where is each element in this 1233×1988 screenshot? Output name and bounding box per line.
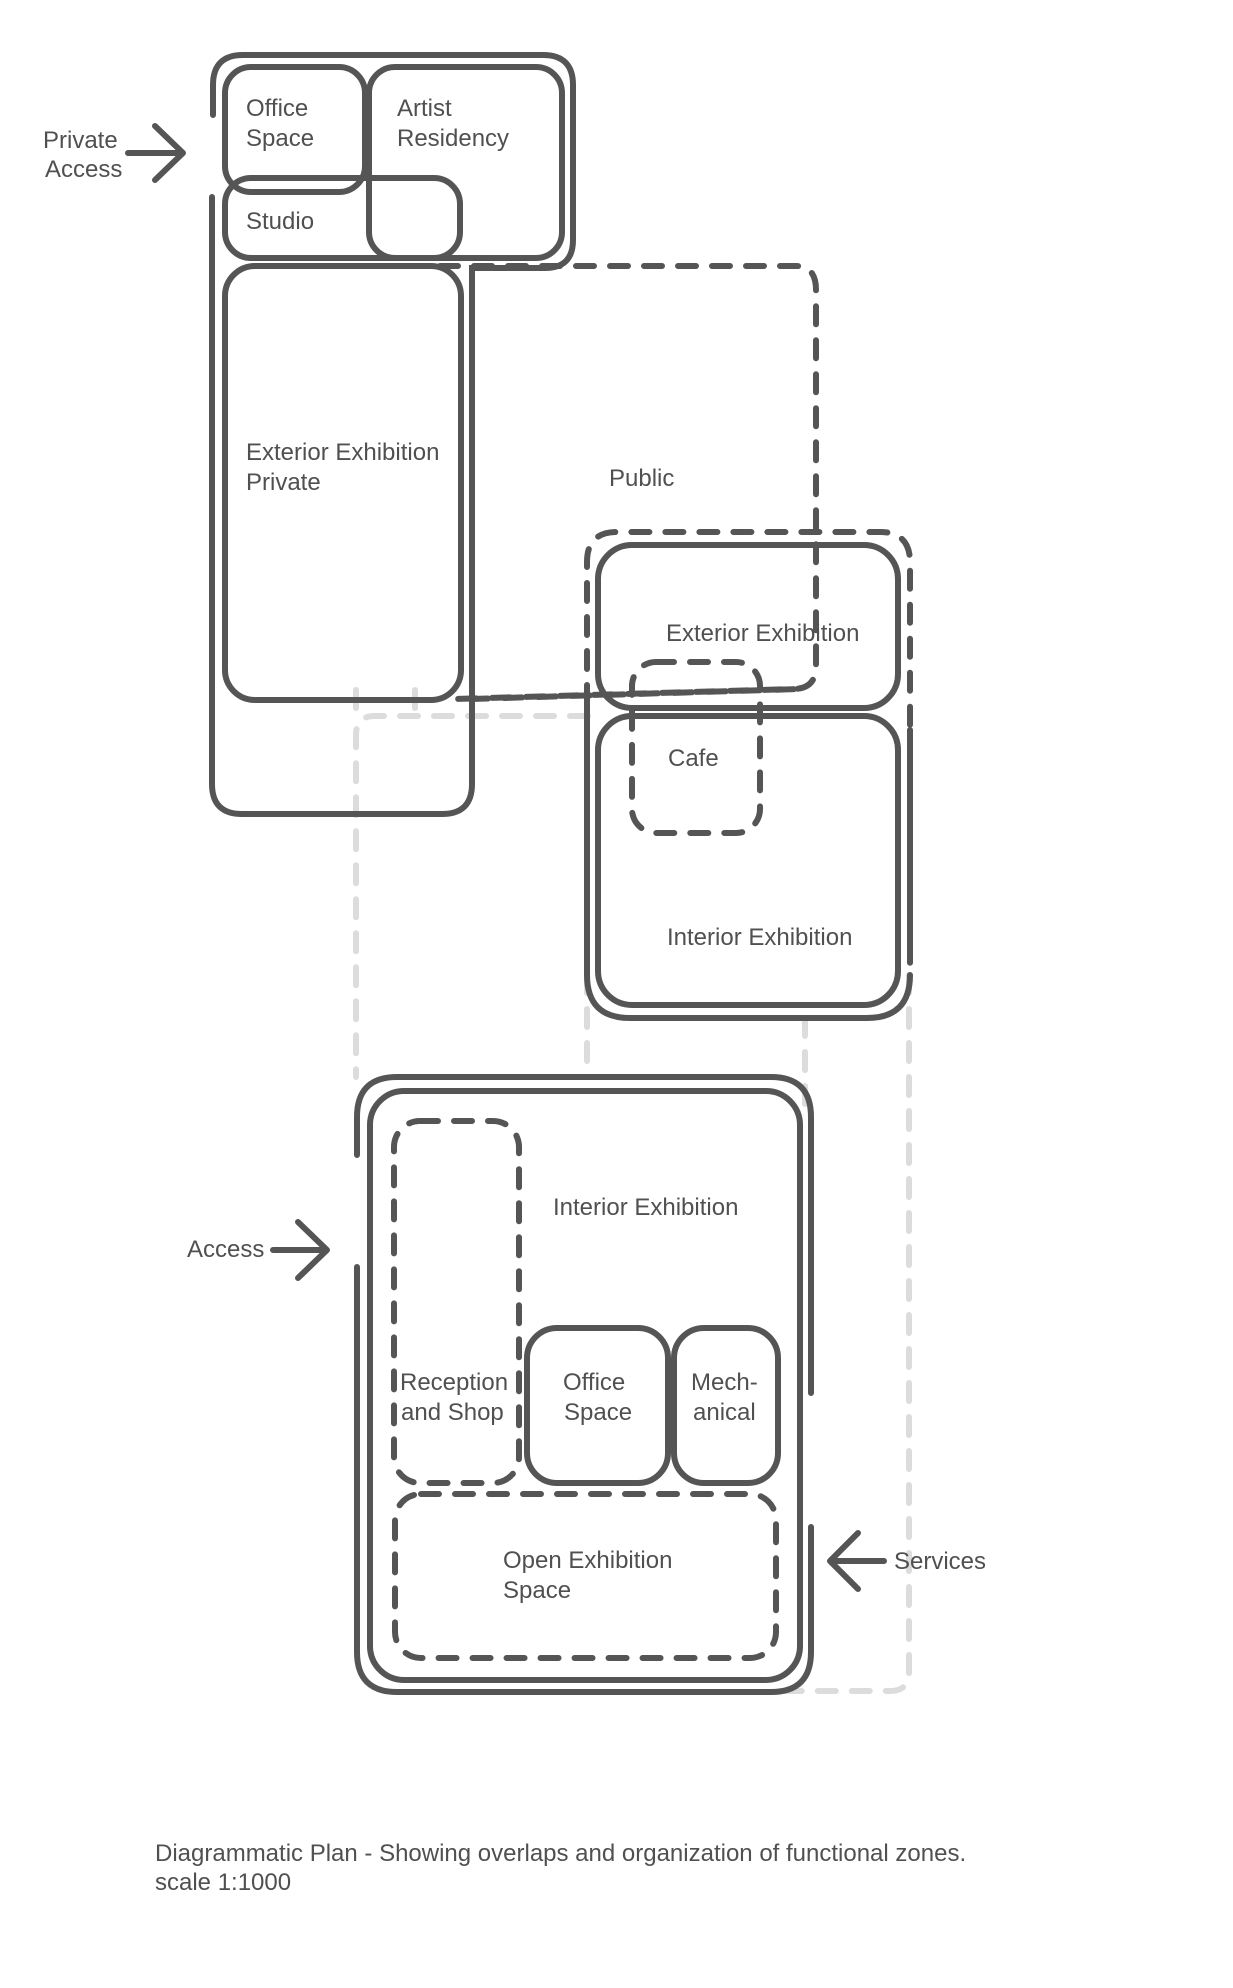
office-space-zone — [222, 64, 368, 195]
mechanical-zone — [671, 1325, 781, 1486]
arrow-left-icon — [827, 1530, 887, 1592]
reception-and-shop-label-line2: and Shop — [401, 1399, 504, 1426]
studio-zone — [222, 175, 463, 261]
services-indicator: Services — [827, 1530, 986, 1592]
office-space-lower-label: Office — [563, 1369, 625, 1396]
interior-exhibition-label: Interior Exhibition — [667, 924, 852, 951]
office-space-label-line2: Space — [246, 125, 314, 152]
diagram-scale: scale 1:1000 — [155, 1869, 291, 1896]
exterior-exhibition-private-label-line2: Private — [246, 469, 321, 496]
access-indicator: Access — [187, 1219, 330, 1281]
service-zone-dashed-outline-right — [767, 972, 912, 1694]
office-space-label: Office — [246, 95, 308, 122]
private-block: Office Space Artist Residency Studio Ext… — [209, 52, 576, 817]
public-zone: Public — [437, 263, 819, 702]
service-connection-outline — [353, 687, 912, 1694]
public-zone-dashed-outline-bottom — [467, 686, 803, 702]
service-zone-dashed-outline — [353, 713, 591, 1080]
exterior-exhibition-zone — [595, 542, 901, 711]
arrow-right-icon — [125, 123, 186, 183]
private-access-label: Private — [43, 127, 118, 154]
services-label: Services — [894, 1548, 986, 1575]
interior-exhibition-zone — [595, 713, 901, 1008]
artist-residency-label-line2: Residency — [397, 125, 509, 152]
lower-block-inner-wall — [367, 1088, 803, 1683]
office-space-lower-label-line2: Space — [564, 1399, 632, 1426]
cafe-zone — [629, 659, 763, 836]
exterior-exhibition-private-zone — [222, 263, 464, 703]
mechanical-label-line2: anical — [693, 1399, 756, 1426]
diagram-title: Diagrammatic Plan - Showing overlaps and… — [155, 1840, 966, 1867]
middle-block-dashed-outline — [584, 529, 913, 978]
arrow-right-icon — [270, 1219, 330, 1281]
office-space-zone-lower — [524, 1325, 671, 1486]
studio-label: Studio — [246, 208, 314, 235]
lower-block: Interior Exhibition Reception and Shop O… — [354, 1074, 814, 1695]
access-label: Access — [187, 1236, 264, 1263]
mechanical-label: Mech- — [691, 1369, 758, 1396]
reception-and-shop-label: Reception — [400, 1369, 508, 1396]
interior-exhibition-lower-label: Interior Exhibition — [553, 1194, 738, 1221]
private-access-indicator: Private Access — [43, 123, 186, 183]
middle-block-outer-wall — [584, 972, 913, 1021]
caption: Diagrammatic Plan - Showing overlaps and… — [155, 1840, 966, 1896]
exterior-exhibition-private-label: Exterior Exhibition — [246, 439, 439, 466]
private-block-outer-wall — [209, 52, 576, 817]
open-exhibition-space-zone — [392, 1491, 779, 1661]
artist-residency-label: Artist — [397, 95, 452, 122]
lower-block-outer-wall — [354, 1074, 814, 1396]
reception-and-shop-zone — [391, 1118, 522, 1486]
artist-residency-zone — [366, 64, 565, 261]
exterior-exhibition-label: Exterior Exhibition — [666, 620, 859, 647]
lower-block-outer-wall-lower — [354, 1264, 814, 1695]
middle-block: Exterior Exhibition Cafe Interior Exhibi… — [584, 529, 913, 1021]
cafe-label: Cafe — [668, 745, 719, 772]
open-exhibition-space-label-line2: Space — [503, 1577, 571, 1604]
open-exhibition-space-label: Open Exhibition — [503, 1547, 672, 1574]
public-label: Public — [609, 465, 674, 492]
public-zone-dashed-outline — [437, 263, 819, 702]
private-access-label-line2: Access — [45, 156, 122, 183]
